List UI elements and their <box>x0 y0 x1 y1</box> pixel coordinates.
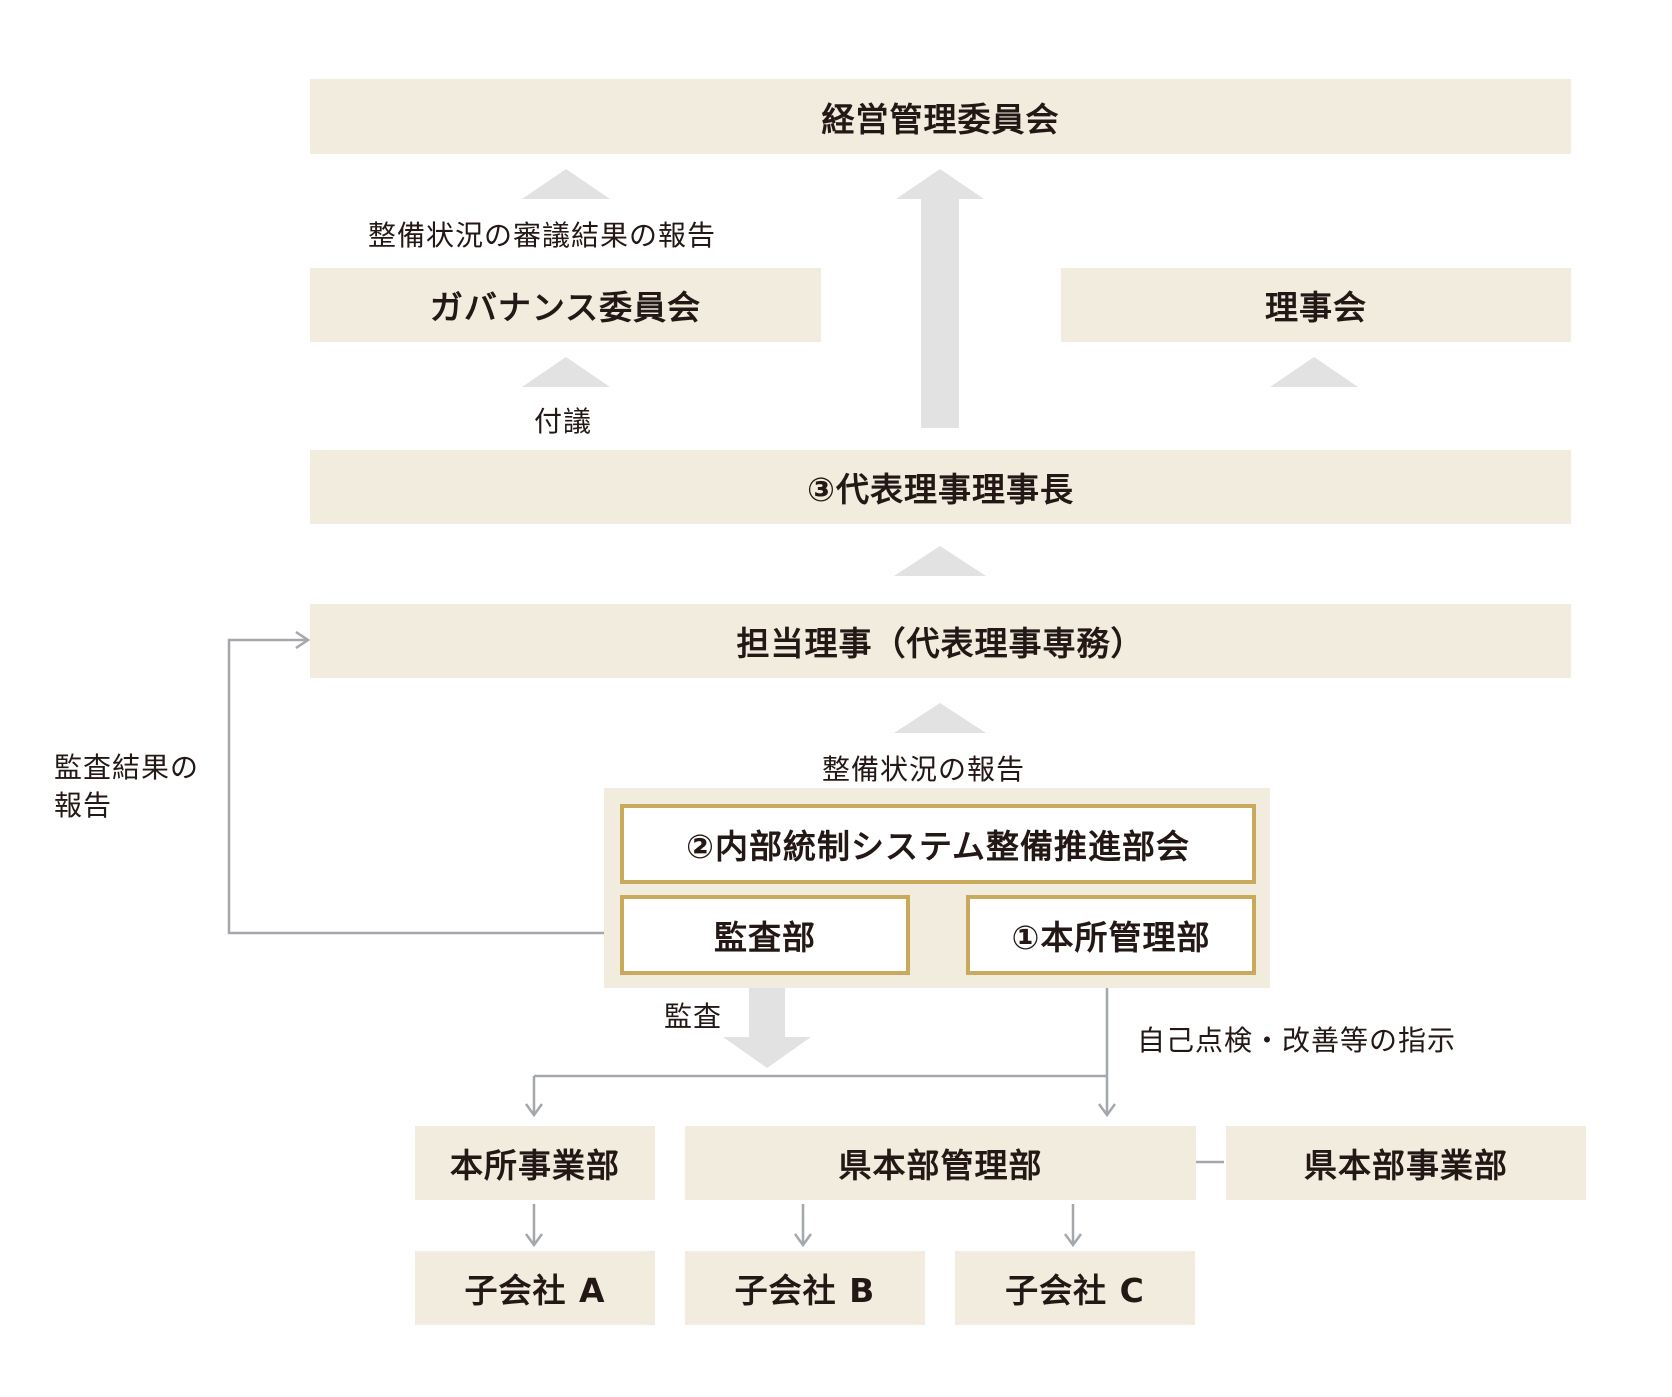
audit-department-box: 監査部 <box>620 895 910 975</box>
responsible-director-label: 担当理事（代表理事専務） <box>736 624 1145 663</box>
referral-label: 付議 <box>534 405 593 438</box>
promotion-committee-box: ②内部統制システム整備推進部会 <box>620 804 1256 884</box>
status-report-label: 整備状況の報告 <box>822 753 1026 786</box>
audit-label: 監査 <box>664 1000 723 1033</box>
governance-committee-box: ガバナンス委員会 <box>310 268 821 342</box>
prefecture-management-box: 県本部管理部 <box>685 1126 1196 1200</box>
audit-result-report-label: 監査結果の 報告 <box>54 749 199 825</box>
board-of-directors-label: 理事会 <box>1265 288 1367 327</box>
promotion-committee-label: ②内部統制システム整備推進部会 <box>686 827 1190 866</box>
instruction-connector <box>524 987 1224 1248</box>
arrow-to-board <box>1270 357 1358 387</box>
prefecture-business-box: 県本部事業部 <box>1226 1126 1586 1200</box>
audit-result-report-line2: 報告 <box>54 789 113 822</box>
management-committee-box: 経営管理委員会 <box>310 79 1571 154</box>
arrow-president-to-management <box>896 169 984 428</box>
subsidiary-a-box: 子会社 A <box>415 1251 655 1325</box>
subsidiary-b-box: 子会社 B <box>685 1251 925 1325</box>
head-office-management-box: ①本所管理部 <box>966 895 1256 975</box>
representative-director-label: ③代表理事理事長 <box>807 470 1074 509</box>
deliberation-report-label: 整備状況の審議結果の報告 <box>368 219 717 252</box>
audit-result-report-line1: 監査結果の <box>54 751 200 784</box>
management-committee-label: 経営管理委員会 <box>821 99 1060 139</box>
head-office-management-label: ①本所管理部 <box>1011 918 1211 957</box>
audit-report-connector <box>227 630 604 935</box>
prefecture-business-label: 県本部事業部 <box>1304 1146 1508 1185</box>
responsible-director-box: 担当理事（代表理事専務） <box>310 604 1571 678</box>
board-of-directors-box: 理事会 <box>1061 268 1571 342</box>
self-check-instruction-label: 自己点検・改善等の指示 <box>1137 1024 1457 1057</box>
representative-director-box: ③代表理事理事長 <box>310 450 1571 524</box>
head-office-business-label: 本所事業部 <box>450 1146 620 1185</box>
subsidiary-c-label: 子会社 C <box>1005 1271 1145 1310</box>
audit-department-label: 監査部 <box>714 918 816 957</box>
governance-committee-label: ガバナンス委員会 <box>429 288 702 327</box>
prefecture-management-label: 県本部管理部 <box>838 1146 1043 1185</box>
subsidiary-a-label: 子会社 A <box>464 1271 606 1310</box>
subsidiary-c-box: 子会社 C <box>955 1251 1195 1325</box>
subsidiary-b-label: 子会社 B <box>734 1271 876 1310</box>
arrow-to-responsible-director <box>894 703 986 733</box>
arrow-audit-down <box>723 975 811 1068</box>
arrow-to-governance <box>522 357 610 387</box>
arrow-to-president <box>894 546 986 576</box>
head-office-business-box: 本所事業部 <box>415 1126 655 1200</box>
arrow-governance-to-management <box>522 169 610 199</box>
